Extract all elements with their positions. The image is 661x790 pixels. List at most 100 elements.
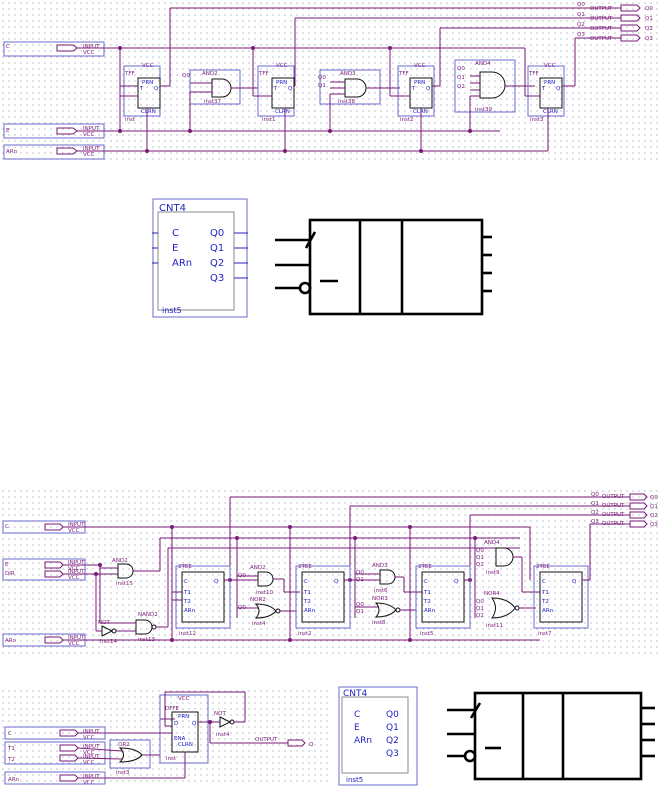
output-pin-q3[interactable]: Q3 OUTPUT Q3 bbox=[577, 32, 653, 42]
svg-text:INPUT: INPUT bbox=[83, 774, 100, 780]
svg-text:inst4: inst4 bbox=[252, 621, 266, 627]
ff-inst12[interactable]: 2TEE C T1 T2 ARn Q inst12 bbox=[175, 564, 231, 637]
svg-text:TFF: TFF bbox=[528, 71, 539, 77]
svg-text:inst1: inst1 bbox=[262, 117, 276, 123]
svg-text:C: C bbox=[172, 228, 179, 239]
nor-gate-inst4[interactable]: NOR2 Q0 inst4 bbox=[238, 597, 281, 627]
input-pin-dir[interactable]: DIR INPUT VCC bbox=[5, 569, 85, 581]
svg-text:ARn: ARn bbox=[424, 608, 436, 614]
input-pin-arn[interactable]: ARn INPUT VCC bbox=[6, 146, 100, 158]
svg-text:Q0: Q0 bbox=[476, 599, 484, 605]
output-pin-q2[interactable]: Q2 OUTPUT Q2 bbox=[577, 22, 653, 32]
svg-text:ARn: ARn bbox=[6, 149, 18, 155]
svg-text:Q1: Q1 bbox=[210, 243, 224, 254]
svg-text:INPUT: INPUT bbox=[68, 522, 85, 528]
svg-text:T1: T1 bbox=[541, 590, 549, 596]
svg-text:inst3: inst3 bbox=[116, 770, 130, 776]
output-pin-q0[interactable]: Q0 OUTPUT Q0 bbox=[577, 2, 653, 12]
svg-text:inst9: inst9 bbox=[486, 570, 500, 576]
svg-text:Q2: Q2 bbox=[591, 510, 599, 516]
svg-text:inst15: inst15 bbox=[116, 581, 134, 587]
or-gate-inst3[interactable]: OR2 inst3 bbox=[109, 739, 151, 776]
svg-text:T2: T2 bbox=[7, 757, 15, 763]
svg-text:OUTPUT: OUTPUT bbox=[255, 737, 278, 743]
input-pin-c[interactable]: C INPUT VCC bbox=[6, 44, 100, 56]
input-pin-c[interactable]: C INPUT VCC bbox=[5, 522, 85, 534]
input-pin-t1[interactable]: T1 INPUT VCC bbox=[7, 744, 100, 756]
svg-text:Q1: Q1 bbox=[577, 12, 585, 18]
bottom-schematic-canvas: C INPUT VCC E INPUT VCC DIR INPUT VCC AR… bbox=[2, 492, 658, 647]
svg-text:VCC: VCC bbox=[142, 63, 154, 69]
and-gate-inst9[interactable]: AND4 Q0 Q1 Q2 inst9 bbox=[476, 540, 514, 576]
svg-text:Q1: Q1 bbox=[386, 723, 399, 733]
svg-text:Q: Q bbox=[214, 579, 219, 585]
svg-text:Q3: Q3 bbox=[577, 32, 585, 38]
svg-text:ARn: ARn bbox=[8, 777, 20, 783]
svg-text:Q3: Q3 bbox=[591, 519, 599, 525]
input-pin-arn[interactable]: ARn INPUT VCC bbox=[5, 635, 85, 647]
svg-text:ARn: ARn bbox=[542, 608, 554, 614]
nor-gate-inst11[interactable]: NOR4 Q0 Q1 Q2 inst11 bbox=[476, 591, 520, 629]
input-pin-e[interactable]: E INPUT VCC bbox=[5, 560, 85, 572]
svg-text:T1: T1 bbox=[303, 590, 311, 596]
svg-text:OUTPUT: OUTPUT bbox=[590, 26, 613, 32]
svg-text:DFFE: DFFE bbox=[165, 706, 180, 712]
counter-graphic-symbol bbox=[270, 215, 495, 320]
svg-text:C: C bbox=[8, 731, 12, 737]
svg-text:ARn: ARn bbox=[172, 258, 192, 269]
svg-text:Q0: Q0 bbox=[318, 75, 326, 81]
svg-text:Q0: Q0 bbox=[650, 495, 658, 501]
svg-text:CLRN: CLRN bbox=[413, 109, 428, 115]
svg-text:Q2: Q2 bbox=[386, 736, 399, 746]
and-gate-inst6[interactable]: AND3 Q0 Q1 inst6 bbox=[356, 563, 396, 594]
input-pin-c[interactable]: C INPUT VCC bbox=[8, 729, 100, 741]
dffe-inst[interactable]: DFFE VCC PRN D Q ENA CLRN inst bbox=[159, 694, 209, 764]
svg-text:OUTPUT: OUTPUT bbox=[590, 16, 613, 22]
nor-gate-inst8[interactable]: NOR3 Q0 Q1 inst8 bbox=[356, 596, 401, 626]
not-gate-inst14[interactable]: NOT inst14 bbox=[98, 620, 118, 645]
ff-inst5[interactable]: 2TEE C T1 T2 ARn Q inst5 bbox=[415, 564, 471, 637]
svg-text:OR2: OR2 bbox=[118, 742, 130, 748]
svg-text:T2: T2 bbox=[303, 599, 311, 605]
svg-text:Q: Q bbox=[154, 86, 159, 92]
input-pin-arn[interactable]: ARn INPUT VCC bbox=[8, 774, 100, 786]
svg-text:VCC: VCC bbox=[83, 735, 95, 741]
ff-inst7[interactable]: 2TEE C T1 T2 ARn Q inst7 bbox=[533, 564, 589, 637]
svg-text:inst5: inst5 bbox=[420, 631, 434, 637]
input-pin-t2[interactable]: T2 INPUT VCC bbox=[7, 754, 100, 766]
svg-text:Q2: Q2 bbox=[645, 26, 653, 32]
svg-text:Q0: Q0 bbox=[356, 602, 364, 608]
svg-text:inst5: inst5 bbox=[346, 776, 363, 784]
and-gate-inst37[interactable]: AND2 Q0 inst37 bbox=[182, 69, 241, 105]
nand-gate-inst13[interactable]: NAND2 inst13 bbox=[135, 612, 158, 643]
svg-text:Q1: Q1 bbox=[476, 555, 484, 561]
svg-text:VCC: VCC bbox=[68, 528, 80, 534]
tff-2[interactable]: TFF VCC PRN T Q CLRN inst2 bbox=[397, 63, 435, 123]
tff-3[interactable]: TFF VCC PRN T Q CLRN inst3 bbox=[527, 63, 565, 123]
tff-1[interactable]: TFF VCC PRN T Q CLRN inst1 bbox=[257, 63, 295, 123]
tff-0[interactable]: TFF VCC PRN T Q CLRN inst bbox=[123, 63, 161, 123]
ff-inst2[interactable]: 2TEE C T1 T2 ARn Q inst2 bbox=[295, 564, 351, 637]
svg-text:ENA: ENA bbox=[174, 736, 186, 742]
output-pin-q1[interactable]: Q1 OUTPUT Q1 bbox=[577, 12, 653, 22]
svg-text:VCC: VCC bbox=[276, 63, 288, 69]
svg-text:inst10: inst10 bbox=[256, 590, 274, 596]
svg-text:inst6: inst6 bbox=[374, 588, 388, 594]
svg-text:INPUT: INPUT bbox=[83, 126, 100, 132]
and-gate-inst38[interactable]: AND3 Q0 Q1 inst38 bbox=[318, 69, 381, 105]
svg-text:NAND2: NAND2 bbox=[138, 612, 158, 618]
input-pin-e[interactable]: E INPUT VCC bbox=[6, 126, 100, 138]
svg-text:2TEE: 2TEE bbox=[536, 564, 550, 570]
top-schematic: C INPUT VCC E INPUT VCC ARn INPUT VCC Q0… bbox=[0, 0, 661, 160]
output-pin-q[interactable]: OUTPUT Q bbox=[255, 737, 314, 748]
svg-text:VCC: VCC bbox=[83, 780, 95, 786]
svg-text:Q1: Q1 bbox=[591, 501, 599, 507]
svg-text:C: C bbox=[354, 710, 360, 720]
cnt4-symbol-bottom[interactable]: CNT4 C E ARn Q0 Q1 Q2 Q3 inst5 bbox=[338, 686, 418, 786]
cnt4-symbol[interactable]: CNT4 C E ARn Q0 Q1 Q2 Q3 inst5 bbox=[152, 198, 248, 318]
svg-text:Q: Q bbox=[556, 86, 561, 92]
and-gate-inst15[interactable]: AND2 inst15 bbox=[112, 558, 134, 587]
not-gate-inst4[interactable]: NOT inst4 bbox=[214, 711, 235, 738]
svg-text:NOT: NOT bbox=[214, 711, 226, 717]
svg-text:Q0: Q0 bbox=[476, 548, 484, 554]
